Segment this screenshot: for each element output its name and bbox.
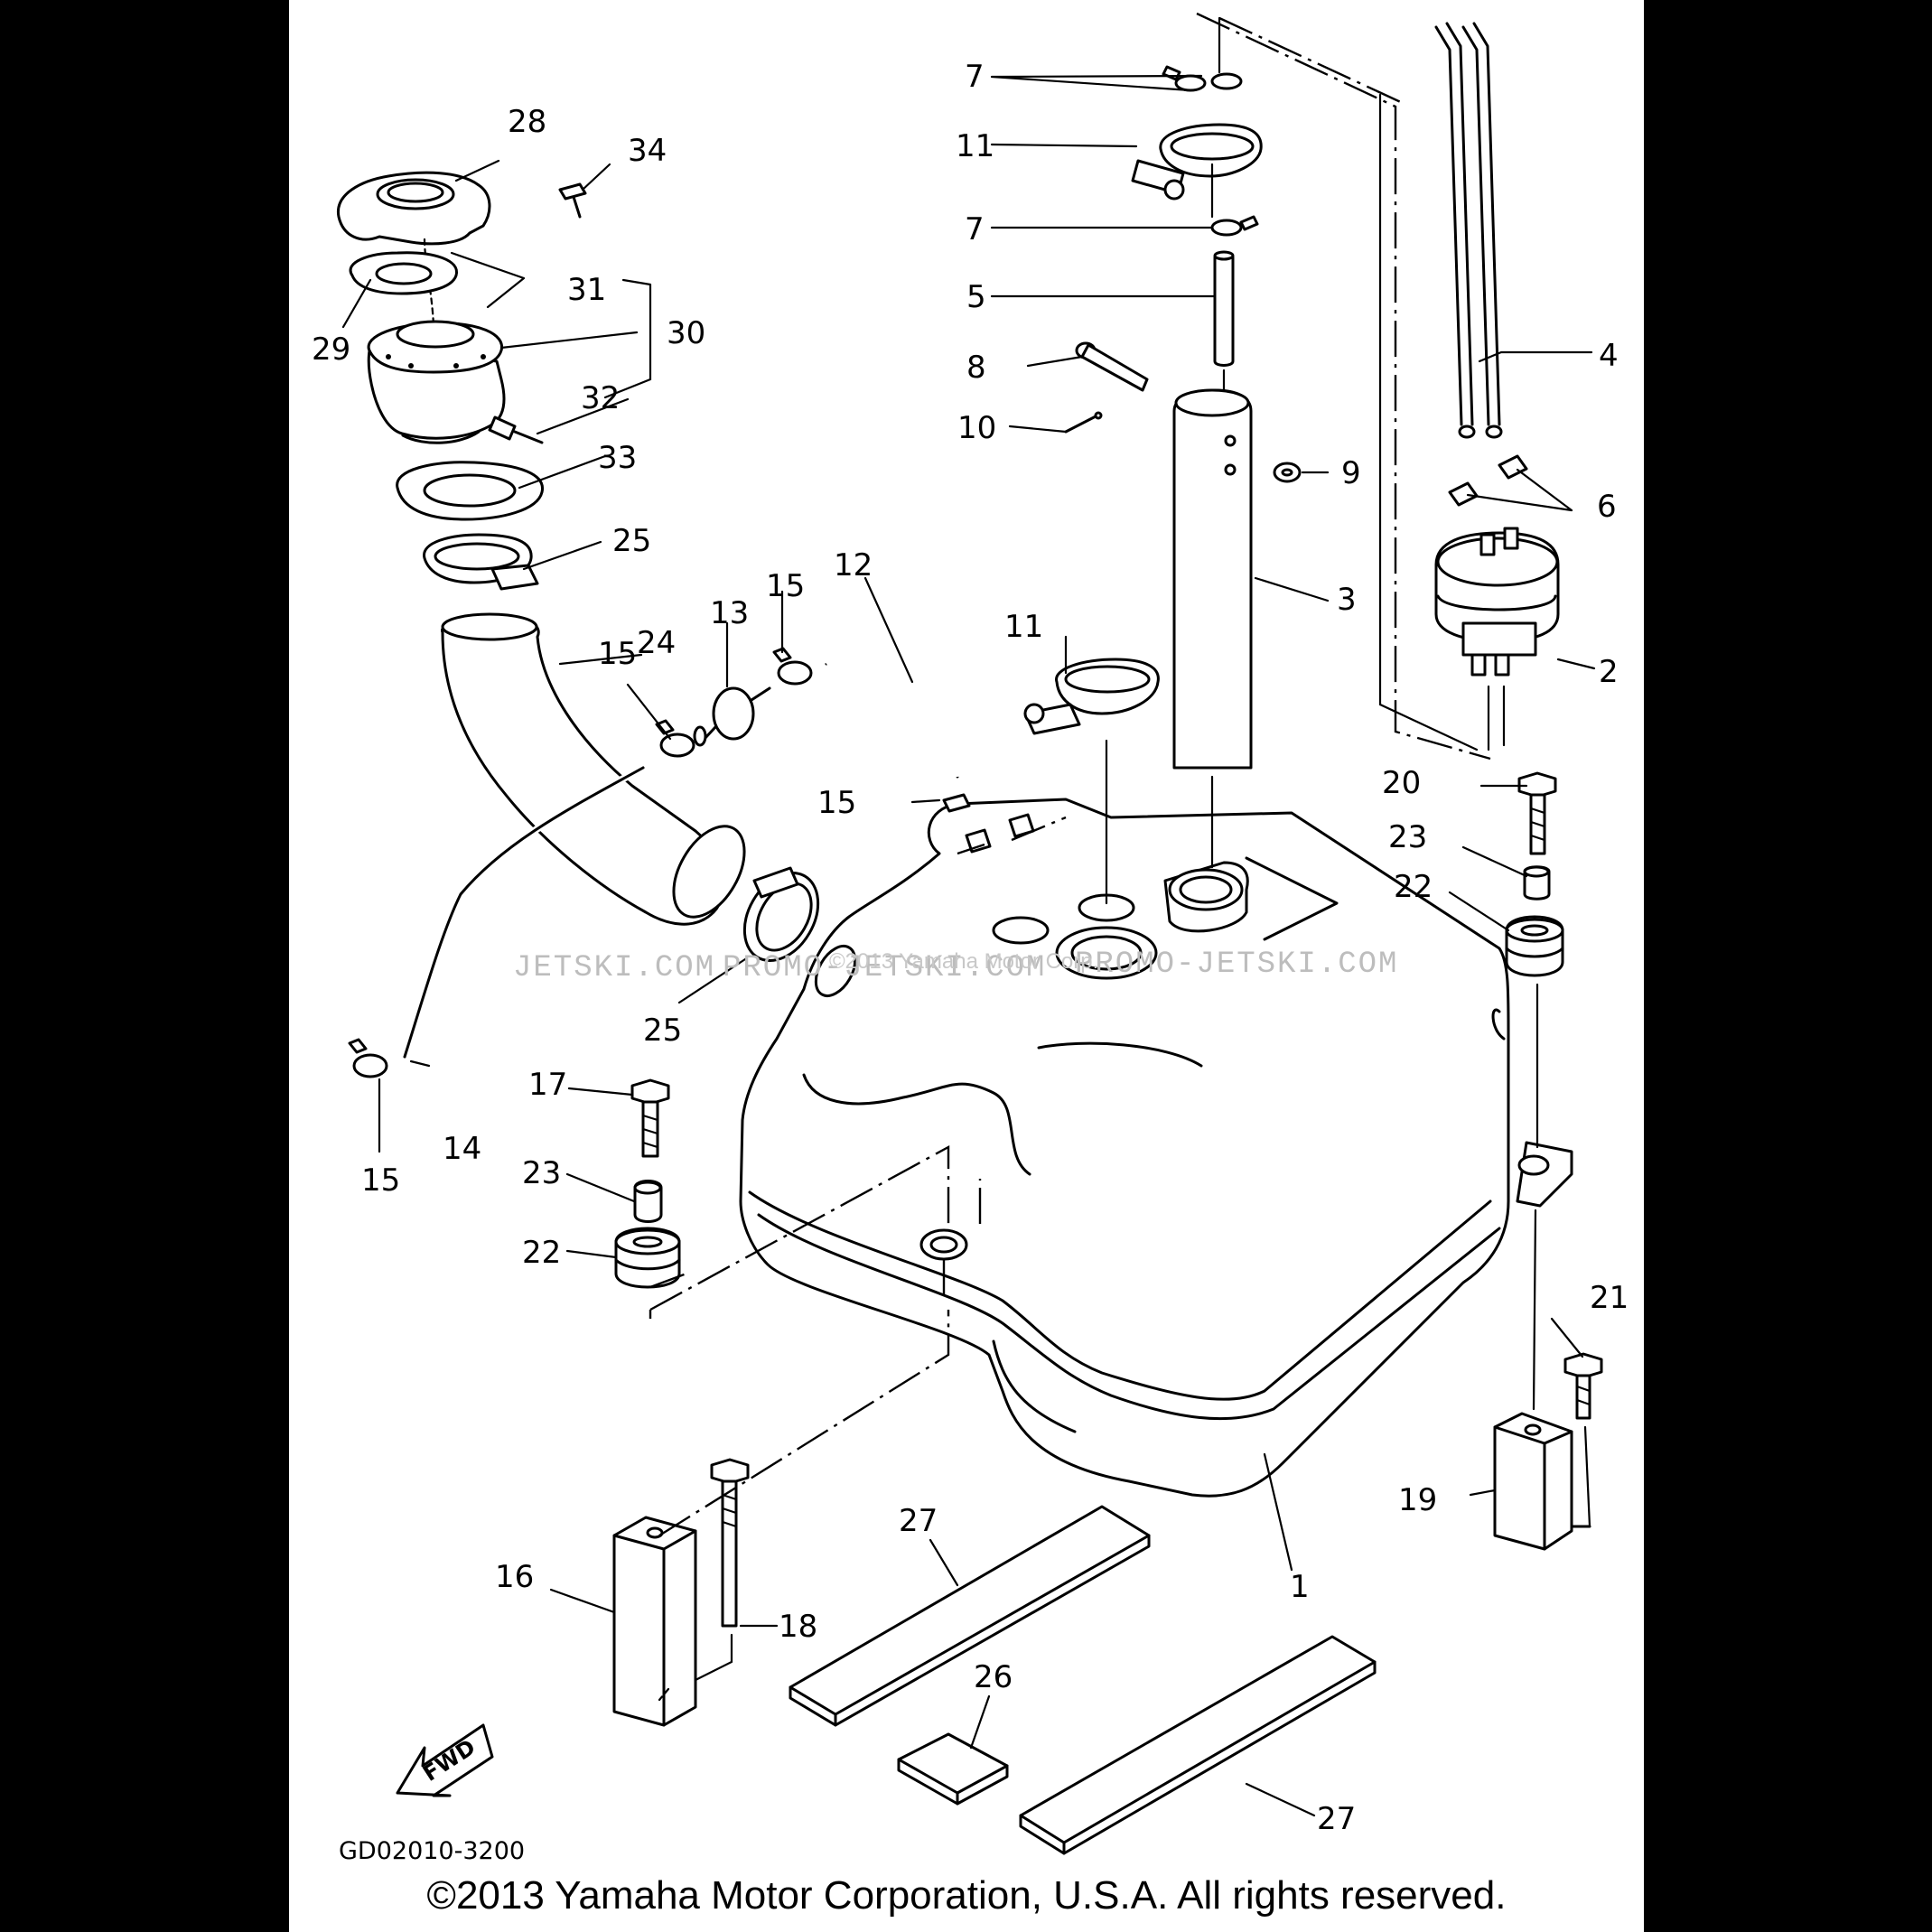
clamp-part-15-d xyxy=(942,793,971,813)
watermark-right: PROMO-JETSKI.COM xyxy=(1075,947,1398,982)
callout-10: 10 xyxy=(957,410,996,446)
clamp-part-15-b xyxy=(655,719,695,758)
watermark-left: JETSKI.COM xyxy=(513,951,715,985)
callout-23b: 23 xyxy=(1388,819,1427,855)
callout-34: 34 xyxy=(628,133,667,169)
callout-6: 6 xyxy=(1597,489,1617,525)
forward-arrow-icon: FWD xyxy=(396,1723,494,1797)
callout-29: 29 xyxy=(312,331,350,368)
callout-27a: 27 xyxy=(899,1503,938,1539)
bolt-part-20 xyxy=(1517,771,1557,855)
callout-5: 5 xyxy=(966,279,986,315)
callout-15d: 15 xyxy=(361,1162,400,1199)
check-valve-part-13 xyxy=(693,686,771,747)
callout-4: 4 xyxy=(1599,338,1619,374)
pad-part-27-upper xyxy=(789,1505,1151,1727)
assembly-guide-lines xyxy=(649,12,1591,1682)
callout-30: 30 xyxy=(667,315,705,351)
fuel-tank-part-1 xyxy=(739,798,1573,1498)
leader-lines xyxy=(341,74,1596,1817)
clamp-part-15-c xyxy=(772,647,813,686)
hose-part-12 xyxy=(824,644,961,779)
callout-16: 16 xyxy=(495,1559,534,1595)
callout-33: 33 xyxy=(598,440,637,476)
callout-7b: 7 xyxy=(965,211,985,247)
diagram-code: GD02010-3200 xyxy=(339,1837,525,1865)
screw-part-34 xyxy=(558,182,587,219)
callout-15b: 15 xyxy=(598,636,637,672)
hose-clamp-part-11-upper xyxy=(1131,123,1263,201)
callout-22a: 22 xyxy=(522,1235,561,1271)
washer-part-9 xyxy=(1273,462,1302,483)
fuel-pickup-part-3 xyxy=(1172,388,1253,770)
watermark-small: ©2013 Yamaha Motor Corp. xyxy=(829,949,1098,974)
hose-clamp-part-11-lower xyxy=(1023,658,1160,735)
bracket-part-16 xyxy=(612,1516,697,1727)
clamp-part-7-b xyxy=(1210,215,1259,237)
copyright-notice: ©2013 Yamaha Motor Corporation, U.S.A. A… xyxy=(426,1873,1507,1918)
hose-clamp-part-25-upper xyxy=(423,533,539,591)
grommet-part-22-left xyxy=(614,1227,681,1289)
callout-8: 8 xyxy=(966,350,986,386)
pin-part-10 xyxy=(1064,411,1103,434)
clamp-part-15-a xyxy=(348,1038,388,1078)
watermark: JETSKI.COM PROMO-JETSKI.COM PROMO-JETSKI… xyxy=(513,947,1398,985)
callout-3: 3 xyxy=(1337,582,1357,618)
pad-part-26 xyxy=(897,1732,1009,1806)
callout-15c: 15 xyxy=(817,785,856,821)
callout-21: 21 xyxy=(1590,1280,1629,1316)
callout-31: 31 xyxy=(567,272,606,308)
callout-27b: 27 xyxy=(1317,1801,1356,1837)
callout-11b: 11 xyxy=(1004,609,1043,645)
pad-part-27-lower xyxy=(1019,1635,1377,1855)
collar-part-23-right xyxy=(1523,865,1551,901)
bolt-part-21 xyxy=(1563,1352,1603,1420)
callout-23a: 23 xyxy=(522,1155,561,1191)
callout-22b: 22 xyxy=(1394,869,1433,905)
callout-17: 17 xyxy=(528,1067,567,1103)
filler-cap-part-28 xyxy=(337,171,491,246)
callout-32: 32 xyxy=(581,380,620,416)
filler-neck-part-30 xyxy=(367,320,506,444)
callout-13: 13 xyxy=(710,595,749,631)
callout-14: 14 xyxy=(443,1131,481,1167)
callout-2: 2 xyxy=(1599,654,1619,690)
callout-9: 9 xyxy=(1341,455,1361,491)
callout-11a: 11 xyxy=(956,128,994,164)
gasket-part-29 xyxy=(349,251,458,295)
callout-24: 24 xyxy=(637,625,676,661)
fuel-lines-part-4 xyxy=(1434,22,1503,439)
filler-hose-part-24 xyxy=(441,612,746,926)
hose-nipple-part-32 xyxy=(488,415,544,444)
callout-1: 1 xyxy=(1290,1569,1310,1605)
hose-clamp-part-25-lower xyxy=(742,866,857,997)
grommet-part-22-right xyxy=(1505,915,1564,977)
callout-26: 26 xyxy=(974,1659,1013,1695)
bolt-part-17 xyxy=(630,1078,670,1158)
callout-28: 28 xyxy=(508,104,546,140)
pipe-part-5 xyxy=(1213,250,1235,367)
callout-25b: 25 xyxy=(643,1013,682,1049)
callout-12: 12 xyxy=(834,547,873,583)
fuel-filter-part-2 xyxy=(1434,527,1560,677)
watermark-center: PROMO-JETSKI.COM xyxy=(723,951,1046,985)
callout-18: 18 xyxy=(779,1609,817,1645)
gasket-part-33 xyxy=(396,461,545,521)
callout-19: 19 xyxy=(1398,1482,1437,1518)
bolt-part-18 xyxy=(710,1458,750,1628)
bracket-part-19 xyxy=(1493,1412,1591,1551)
clamp-part-7-a xyxy=(1162,65,1243,92)
breather-hose-part-14 xyxy=(401,764,645,1059)
callout-7a: 7 xyxy=(965,59,985,95)
bolt-part-8 xyxy=(1075,341,1149,392)
collar-part-23-left xyxy=(633,1180,663,1223)
callout-labels: 1 2 3 4 5 6 7 7 8 9 10 11 11 12 13 14 15… xyxy=(312,59,1629,1837)
callout-25a: 25 xyxy=(612,523,651,559)
callout-15a: 15 xyxy=(766,568,805,604)
callout-20: 20 xyxy=(1382,765,1421,801)
